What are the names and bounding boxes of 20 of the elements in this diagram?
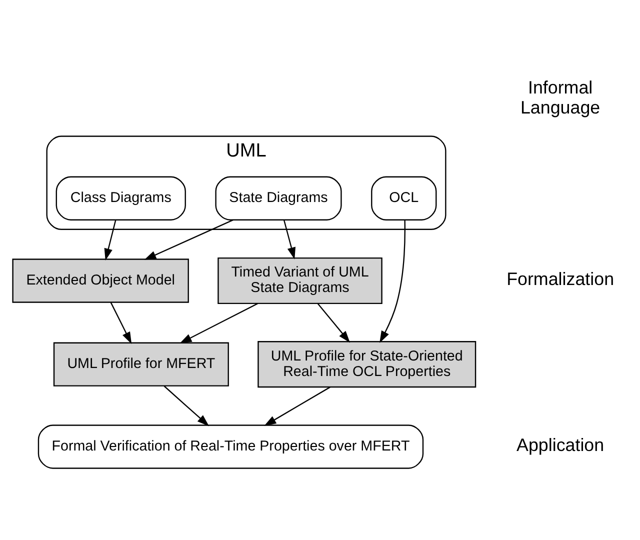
- label: Informal Language: [520, 77, 600, 118]
- arrow: [144, 219, 234, 260]
- node-box: Class Diagrams: [56, 176, 186, 220]
- node-box: Formal Verification of Real-Time Properties over MFERT: [38, 424, 424, 469]
- arrow: [180, 302, 258, 344]
- node-box: UML Profile for MFERT: [53, 342, 229, 386]
- node-box: UML Profile for State-Oriented Real-Time OCL Properties: [258, 341, 476, 388]
- node-box: Timed Variant of UML State Diagrams: [218, 257, 382, 304]
- arrow: [110, 302, 132, 344]
- arrow: [164, 386, 210, 426]
- arrow: [283, 220, 296, 260]
- node-box: State Diagrams: [215, 176, 342, 220]
- arrow: [380, 220, 406, 343]
- arrow: [104, 220, 116, 260]
- node-box: OCL: [371, 176, 437, 220]
- label: Application: [516, 434, 604, 455]
- label: Formalization: [506, 268, 614, 289]
- arrow: [317, 303, 350, 343]
- node-box: Extended Object Model: [12, 258, 189, 303]
- arrow: [264, 386, 330, 426]
